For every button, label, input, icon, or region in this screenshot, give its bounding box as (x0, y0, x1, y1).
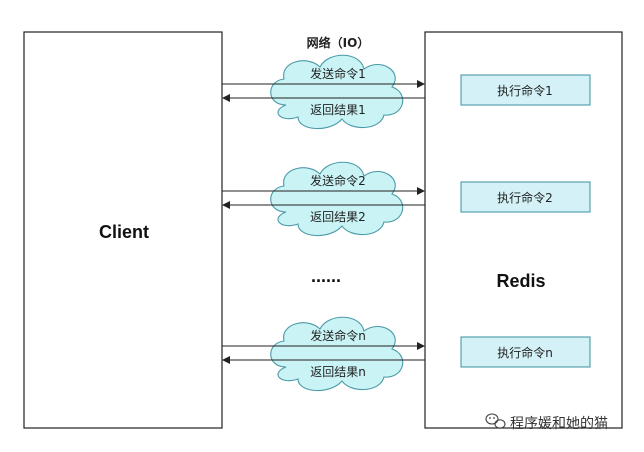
wechat-icon (485, 413, 506, 429)
client-label: Client (99, 222, 149, 242)
send-label: 发送命令2 (310, 173, 366, 188)
request-row: 发送命令2 返回结果2 执行命令2 (222, 161, 591, 237)
exec-label: 执行命令2 (497, 190, 553, 205)
request-row: 发送命令1 返回结果1 执行命令1 (222, 54, 591, 130)
ellipsis: ...... (311, 266, 341, 286)
return-label: 返回结果2 (310, 210, 366, 224)
send-label: 发送命令1 (310, 66, 366, 81)
client-box (23, 31, 223, 429)
redis-label: Redis (496, 271, 545, 291)
exec-label: 执行命令n (497, 345, 553, 360)
send-label: 发送命令n (310, 328, 366, 343)
request-row: 发送命令n 返回结果n 执行命令n (222, 316, 591, 392)
network-title: 网络（IO） (307, 35, 370, 50)
network-cloud (270, 54, 404, 130)
watermark: 程序媛和她的猫 (485, 413, 608, 432)
return-label: 返回结果1 (310, 103, 366, 117)
exec-box (460, 74, 591, 106)
network-cloud (270, 161, 404, 237)
exec-label: 执行命令1 (497, 83, 553, 98)
network-cloud (270, 316, 404, 392)
watermark-text: 程序媛和她的猫 (510, 416, 608, 432)
return-label: 返回结果n (310, 365, 366, 379)
exec-box (460, 181, 591, 213)
exec-box (460, 336, 591, 368)
